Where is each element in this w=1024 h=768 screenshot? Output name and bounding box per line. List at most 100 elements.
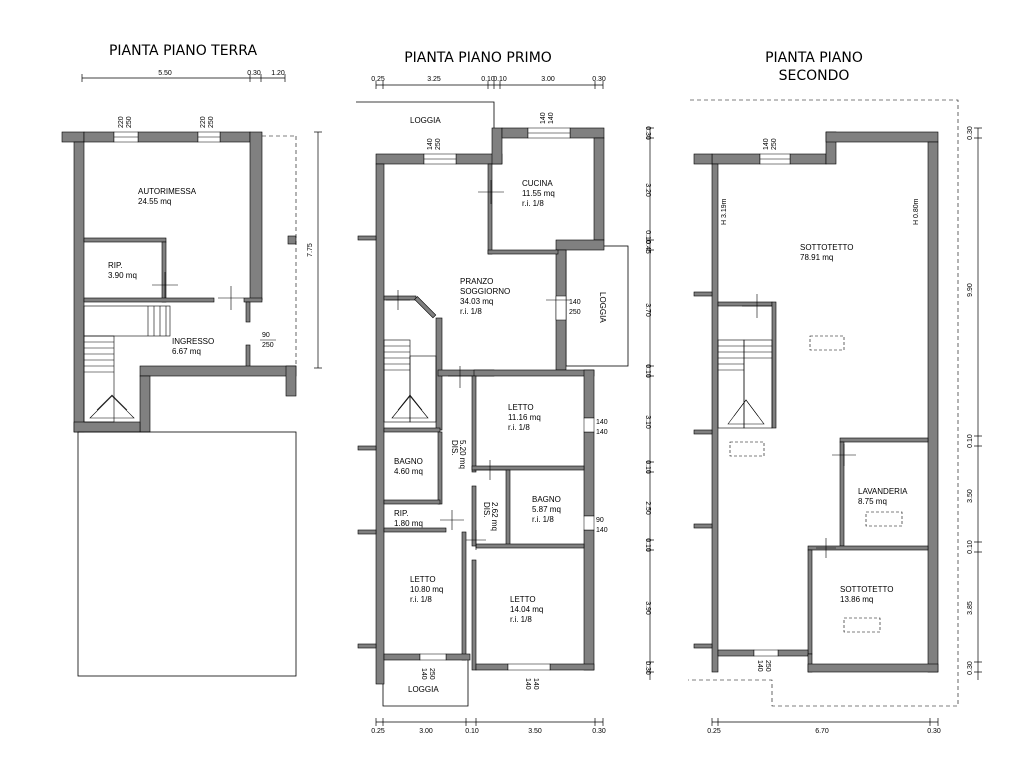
first-door-marks — [386, 180, 570, 550]
first-room-dis-2: DIS. — [482, 502, 491, 518]
first-side-dim-8: 0.10 — [644, 460, 651, 474]
ground-dim-2: 0.30 — [247, 70, 261, 77]
ground-door-marks — [152, 272, 244, 310]
second-height-right: H 0.80m — [913, 198, 920, 225]
first-window-4-h: 140 — [596, 429, 608, 436]
first-room-dis-1-area: 5.20 mq — [458, 440, 467, 469]
first-room-letto-1-area: 11.16 mq — [508, 413, 541, 422]
second-room-sottotetto-1: SOTTOTETTO — [800, 243, 853, 252]
first-side-dim-10: 0.10 — [644, 538, 651, 552]
first-side-dimension — [646, 127, 654, 680]
first-side-dim-12: 0.30 — [644, 661, 651, 675]
second-floor-title-line-2: SECONDO — [779, 68, 850, 84]
first-top-dim-3: 0.10 — [481, 76, 495, 83]
first-room-bagno-1: BAGNO — [394, 457, 423, 466]
first-room-cucina: CUCINA — [522, 179, 553, 188]
ground-staircase — [83, 305, 171, 423]
first-window-3-h: 250 — [569, 309, 581, 316]
second-bottom-dim-1: 0.25 — [707, 728, 721, 735]
second-skylights — [729, 335, 903, 633]
first-room-soggiorno: SOGGIORNO — [460, 287, 510, 296]
second-door-marks — [742, 294, 856, 558]
first-top-dim-6: 0.30 — [592, 76, 606, 83]
first-room-bagno-2-ratio: r.i. 1/8 — [532, 515, 554, 524]
first-room-loggia-right: LOGGIA — [598, 292, 607, 323]
second-side-dim-2: 9.90 — [967, 283, 974, 297]
second-side-dim-1: 0.30 — [967, 126, 974, 140]
first-room-loggia-top: LOGGIA — [410, 116, 441, 125]
first-bottom-dim-1: 0.25 — [371, 728, 385, 735]
ground-floor-plan: PIANTA PIANO TERRA 5.50 0.30 1.20 7.75 — [61, 43, 322, 677]
first-window-1-w: 140 — [427, 138, 434, 150]
first-top-dim-1: 0.25 — [371, 76, 385, 83]
second-floor-title-line-1: PIANTA PIANO — [765, 50, 863, 66]
first-window-2-w: 140 — [540, 112, 547, 124]
ground-window-1-w: 220 — [118, 116, 125, 128]
first-side-dim-2: 3.20 — [644, 183, 651, 197]
first-side-dim-5: 3.70 — [644, 303, 651, 317]
first-windows — [419, 127, 595, 671]
ground-room-ingresso: INGRESSO — [172, 337, 214, 346]
first-room-bagno-1-area: 4.60 mq — [394, 467, 423, 476]
first-room-rip: RIP. — [394, 509, 409, 518]
first-bottom-dim-2: 3.00 — [419, 728, 433, 735]
first-room-pranzo: PRANZO — [460, 277, 493, 286]
ground-room-autorimessa: AUTORIMESSA — [138, 187, 197, 196]
first-top-dim-4: 0.10 — [493, 76, 507, 83]
first-room-letto-2-area: 10.80 mq — [410, 585, 443, 594]
second-staircase — [717, 339, 773, 429]
first-room-cucina-ratio: r.i. 1/8 — [522, 199, 544, 208]
second-side-dim-7: 0.30 — [967, 661, 974, 675]
second-side-dimension — [974, 127, 982, 680]
first-window-4-w: 140 — [596, 419, 608, 426]
first-side-dim-11: 3.90 — [644, 601, 651, 615]
first-room-letto-3-ratio: r.i. 1/8 — [510, 615, 532, 624]
first-window-5-h: 140 — [596, 527, 608, 534]
ground-door-w: 90 — [262, 332, 270, 339]
first-room-letto-1: LETTO — [508, 403, 534, 412]
second-room-sottotetto-2: SOTTOTETTO — [840, 585, 893, 594]
second-height-left: H 3.19m — [721, 198, 728, 225]
first-window-6-h: 250 — [428, 668, 435, 680]
second-walls — [693, 131, 939, 673]
first-window-7-w: 140 — [524, 678, 531, 690]
second-windows — [753, 153, 791, 657]
first-room-letto-2: LETTO — [410, 575, 436, 584]
first-window-1-h: 250 — [435, 138, 442, 150]
first-side-dim-7: 3.10 — [644, 415, 651, 429]
ground-floor-title: PIANTA PIANO TERRA — [109, 43, 257, 59]
first-room-dis-1: DIS. — [450, 440, 459, 456]
ground-room-ingresso-area: 6.67 mq — [172, 347, 201, 356]
first-side-dim-6: 0.10 — [644, 364, 651, 378]
ground-door-h: 250 — [262, 342, 274, 349]
ground-dim-1: 5.50 — [158, 70, 172, 77]
first-room-soggiorno-ratio: r.i. 1/8 — [460, 307, 482, 316]
second-side-dim-6: 3.85 — [967, 601, 974, 615]
first-room-letto-3-area: 14.04 mq — [510, 605, 543, 614]
ground-side-dim-value: 7.75 — [307, 243, 314, 257]
first-bottom-dim-3: 0.10 — [465, 728, 479, 735]
first-top-dim-5: 3.00 — [541, 76, 555, 83]
second-bottom-dimension — [711, 718, 939, 726]
ground-room-autorimessa-area: 24.55 mq — [138, 197, 171, 206]
first-side-dim-9: 2.50 — [644, 501, 651, 515]
second-roof-outline — [688, 99, 959, 707]
first-side-dim-4: 0.45 — [644, 240, 651, 254]
ground-window-1-h: 250 — [126, 116, 133, 128]
first-top-dimension — [375, 81, 604, 89]
second-room-lavanderia: LAVANDERIA — [858, 487, 908, 496]
ground-walls — [61, 131, 297, 433]
first-bottom-dim-5: 0.30 — [592, 728, 606, 735]
first-floor-title: PIANTA PIANO PRIMO — [404, 50, 552, 66]
ground-outdoor-area — [77, 431, 297, 677]
ground-window-2-w: 220 — [200, 116, 207, 128]
first-room-soggiorno-area: 34.03 mq — [460, 297, 493, 306]
first-side-dim-3: 0.10 — [644, 230, 651, 244]
second-side-dim-4: 3.50 — [967, 489, 974, 503]
second-bottom-dim-2: 6.70 — [815, 728, 829, 735]
ground-room-rip-area: 3.90 mq — [108, 271, 137, 280]
ground-top-dimension — [81, 74, 286, 82]
first-room-loggia-bottom: LOGGIA — [408, 685, 439, 694]
first-bottom-dimension — [375, 718, 604, 726]
